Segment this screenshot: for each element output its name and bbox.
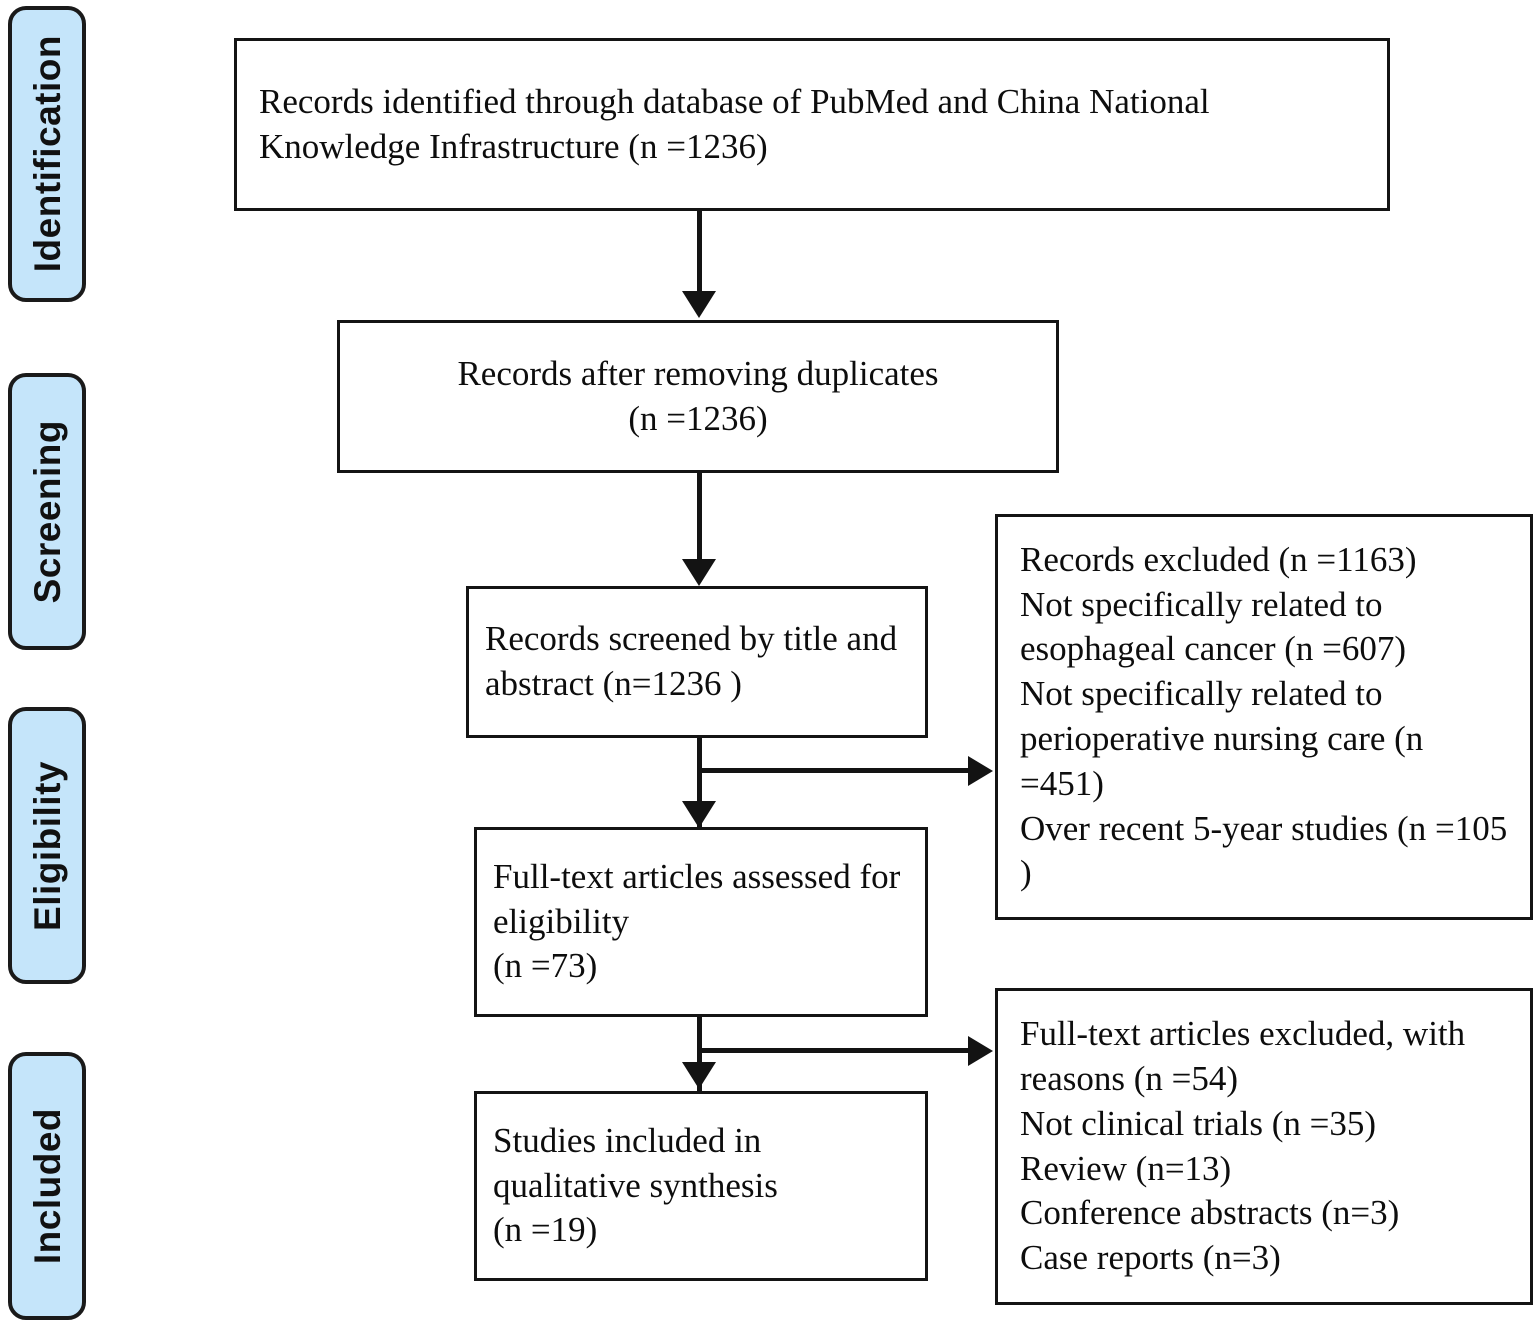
box-records-screened-text: Records screened by title and abstract (… [485, 619, 898, 703]
connector-dedup-to-screened [697, 473, 702, 561]
arrowhead-fulltext-to-included [682, 1062, 716, 1089]
box-records-after-duplicates: Records after removing duplicates (n =12… [337, 320, 1059, 473]
stage-label-eligibility: Eligibility [26, 760, 68, 931]
box-fulltext-assessed: Full-text articles assessed for eligibil… [474, 827, 928, 1017]
stage-label-identification: Identification [26, 35, 68, 273]
box-fulltext-excluded-text: Full-text articles excluded, with reason… [1020, 1014, 1466, 1278]
stage-label-screening: Screening [26, 419, 68, 604]
box-records-screened: Records screened by title and abstract (… [466, 586, 928, 738]
box-records-identified: Records identified through database of P… [234, 38, 1390, 211]
connector-fulltext-to-excluded [702, 1048, 970, 1053]
arrowhead-fulltext-to-excluded [968, 1036, 993, 1066]
arrowhead-screened-to-fulltext [682, 801, 716, 828]
stage-label-included: Included [26, 1107, 68, 1265]
stage-pill-included: Included [8, 1052, 86, 1320]
box-records-excluded-text: Records excluded (n =1163) Not specifica… [1020, 539, 1508, 893]
arrowhead-identified-to-dedup [682, 291, 716, 318]
stage-pill-eligibility: Eligibility [8, 707, 86, 984]
connector-screened-to-fulltext [697, 738, 702, 828]
box-studies-included-text: Studies included in qualitative synthesi… [493, 1120, 778, 1250]
box-fulltext-assessed-text: Full-text articles assessed for eligibil… [493, 856, 901, 986]
connector-identified-to-dedup [697, 211, 702, 293]
connector-screened-to-excluded [702, 768, 970, 773]
stage-pill-screening: Screening [8, 373, 86, 650]
box-fulltext-excluded: Full-text articles excluded, with reason… [995, 988, 1533, 1305]
arrowhead-dedup-to-screened [682, 559, 716, 586]
arrowhead-screened-to-excluded [968, 756, 993, 786]
stage-pill-identification: Identification [8, 6, 86, 302]
box-records-identified-text: Records identified through database of P… [259, 81, 1210, 166]
box-studies-included: Studies included in qualitative synthesi… [474, 1091, 928, 1281]
box-records-excluded: Records excluded (n =1163) Not specifica… [995, 514, 1533, 920]
box-records-after-duplicates-text: Records after removing duplicates (n =12… [457, 353, 939, 438]
connector-fulltext-to-included [697, 1017, 702, 1092]
